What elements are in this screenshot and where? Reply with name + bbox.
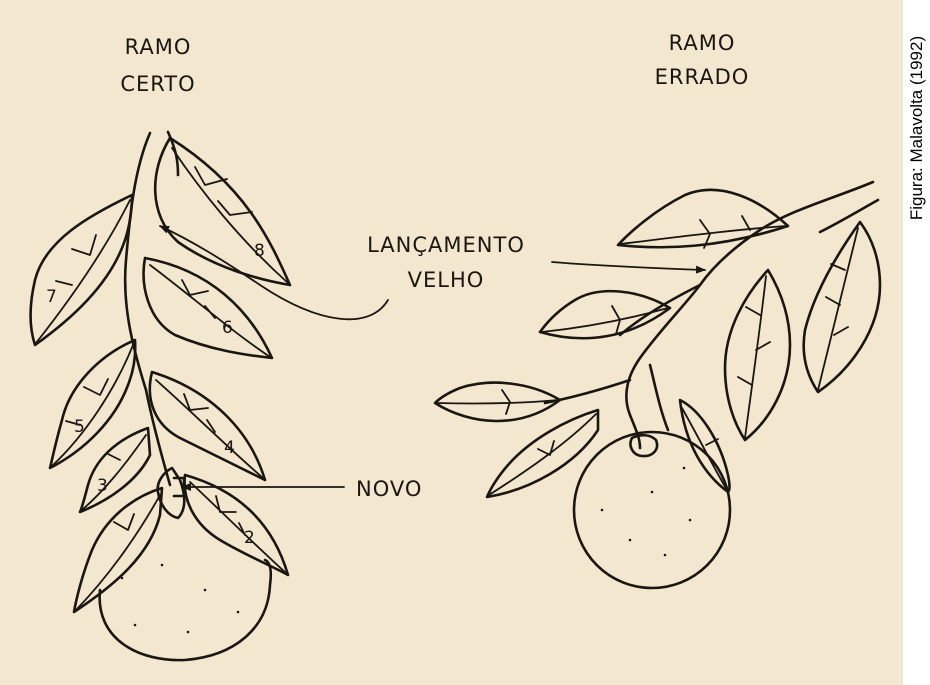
left-title-line-2: CERTO [120,72,195,96]
leaf-number-2: 2 [244,528,255,548]
leaf-mid-right-wrong [725,270,790,440]
leaf-6 [144,258,272,358]
right-title-line-2: ERRADO [655,65,750,89]
old-growth-label-line-2: VELHO [408,268,485,292]
leaf-lower-left-wrong [435,383,560,421]
leaf-7 [30,195,132,345]
leaf-lower [74,488,162,612]
wrong-branch-tip [820,200,878,232]
figure-credit-text: Figura: Malavolta (1992) [907,36,927,220]
leaf-top-wrong [618,190,788,248]
old-growth-arrow-left [160,226,388,319]
old-growth-label-line-1: LANÇAMENTO [367,233,525,257]
leaf-8 [155,138,290,285]
leaf-bottom-wrong [487,410,598,497]
left-title-line-1: RAMO [125,35,192,59]
citrus-branch-diagram: RAMO CERTO RAMO ERRADO LANÇAMENTO VELHO … [0,0,903,685]
right-title-line-1: RAMO [669,31,736,55]
leaf-mid-left-wrong [540,291,670,338]
leaf-number-8: 8 [254,241,265,261]
leaf-number-5: 5 [74,417,85,437]
old-growth-arrow-right [552,262,705,270]
leaf-number-4: 4 [224,438,235,458]
leaf-4 [150,372,265,480]
new-growth-label: NOVO [356,477,422,501]
fruit-wrong [574,432,730,588]
fruit-correct [100,560,271,660]
correct-branch [30,132,290,660]
leaf-2 [185,475,288,575]
figure-credit: Figura: Malavolta (1992) [903,0,930,685]
leaf-5 [50,340,135,468]
leaf-number-3: 3 [97,476,108,496]
leaf-number-6: 6 [222,318,233,338]
leaf-right-wrong [804,222,880,392]
leaf-number-7: 7 [46,287,57,307]
